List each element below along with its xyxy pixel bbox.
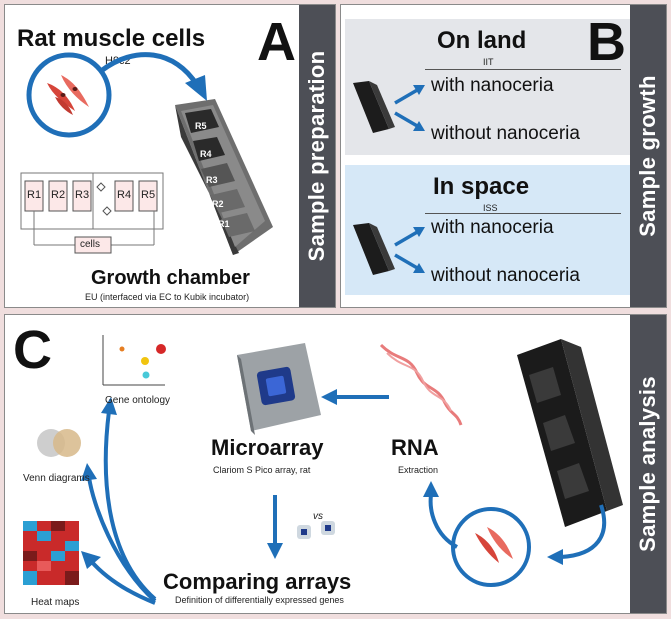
fluidic-schematic — [20, 172, 164, 254]
rna-title: RNA — [391, 435, 439, 460]
cells-to-chamber-arrow — [26, 52, 207, 138]
gene-ontology-label: Gene ontology — [105, 395, 171, 406]
heat-map-icon — [23, 521, 79, 585]
panel-c-graphics — [23, 335, 623, 605]
in-space-divider — [425, 213, 621, 214]
space-without-nanoceria: without nanoceria — [431, 265, 580, 286]
sample-growth-bar: Sample growth — [630, 5, 666, 307]
device-label-r1: R1 — [218, 219, 230, 229]
cells-box-label: cells — [80, 239, 101, 250]
microarray-title: Microarray — [211, 435, 324, 460]
comparing-arrays-subtitle: Definition of differentially expressed g… — [175, 595, 344, 605]
rna-subtitle: Extraction — [398, 465, 439, 475]
panel-c-letter: C — [13, 320, 52, 380]
panel-a-letter: A — [257, 12, 296, 72]
heat-maps-label: Heat maps — [31, 597, 80, 608]
panel-b: Sample growth B On land IIT In space ISS… — [340, 4, 667, 308]
reservoir-r5: R5 — [141, 189, 156, 201]
venn-diagrams-label: Venn diagrams — [23, 473, 90, 484]
on-land-divider — [425, 69, 621, 70]
in-space-title: In space — [433, 173, 530, 200]
panel-c: Sample analysis C — [4, 314, 667, 614]
growth-chamber-subtitle: EU (interfaced via EC to Kubik incubator… — [85, 292, 250, 302]
on-land-sub: IIT — [483, 57, 494, 67]
sample-analysis-bar: Sample analysis — [630, 315, 666, 613]
on-land-title: On land — [437, 27, 527, 54]
reservoir-r3: R3 — [75, 189, 90, 201]
panel-b-letter: B — [587, 12, 626, 72]
device-label-r2: R2 — [212, 199, 224, 209]
land-with-nanoceria: with nanoceria — [431, 75, 554, 96]
panel-b-graphics — [353, 81, 425, 275]
in-space-box — [345, 165, 630, 295]
vs-label: vs — [313, 511, 323, 522]
in-space-sub: ISS — [483, 203, 498, 213]
microarray-subtitle: Clariom S Pico array, rat — [213, 465, 311, 475]
reservoir-r4: R4 — [117, 189, 132, 201]
growth-chamber-title: Growth chamber — [91, 267, 250, 289]
land-without-nanoceria: without nanoceria — [431, 123, 580, 144]
panel-a: Sample preparation A Rat muscle cells H9… — [4, 4, 336, 308]
device-label-r4: R4 — [200, 149, 212, 159]
device-label-r3: R3 — [206, 175, 218, 185]
on-land-box — [345, 19, 630, 155]
growth-chamber-device — [175, 99, 273, 255]
reservoir-r2: R2 — [51, 189, 66, 201]
space-with-nanoceria: with nanoceria — [431, 217, 554, 238]
reservoir-r1: R1 — [27, 189, 42, 201]
comparing-arrays-title: Comparing arrays — [163, 569, 352, 594]
muscle-cells-icon — [47, 75, 89, 115]
sample-preparation-bar: Sample preparation — [299, 5, 335, 307]
device-label-r5: R5 — [195, 121, 207, 131]
rat-muscle-cells-title: Rat muscle cells — [17, 25, 206, 52]
